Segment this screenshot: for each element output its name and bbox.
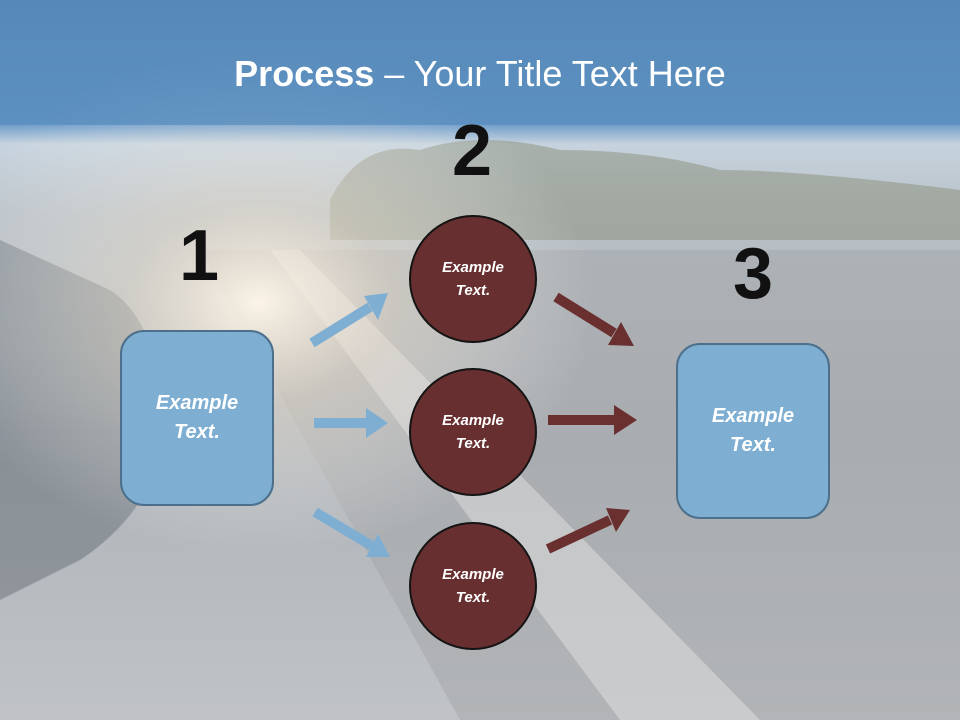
right-process-box: Example Text.: [676, 343, 830, 519]
arrow-right-icon: [314, 408, 388, 438]
arrow-right-icon: [548, 405, 637, 435]
left-box-text: Example Text.: [155, 392, 239, 443]
circle-2-text: Example Text.: [442, 412, 504, 452]
title-rest: – Your Title Text Here: [374, 53, 726, 94]
circle-3-text: Example Text.: [442, 566, 504, 606]
title-bold: Process: [234, 53, 375, 94]
left-process-box: Example Text.: [120, 330, 274, 506]
process-circle-2: Example Text.: [409, 368, 537, 496]
slide-title: Process – Your Title Text Here: [0, 52, 960, 96]
right-box-text: Example Text.: [711, 405, 795, 456]
arrow-right-icon: [312, 507, 390, 557]
process-circle-1: Example Text.: [409, 215, 537, 343]
arrow-right-icon: [309, 293, 388, 348]
step-number-1: 1: [178, 216, 220, 296]
step-number-3: 3: [732, 234, 774, 314]
arrow-right-icon: [545, 508, 630, 554]
process-circle-3: Example Text.: [409, 522, 537, 650]
arrow-right-icon: [553, 292, 634, 346]
step-number-2: 2: [451, 111, 493, 191]
circle-1-text: Example Text.: [442, 259, 504, 299]
